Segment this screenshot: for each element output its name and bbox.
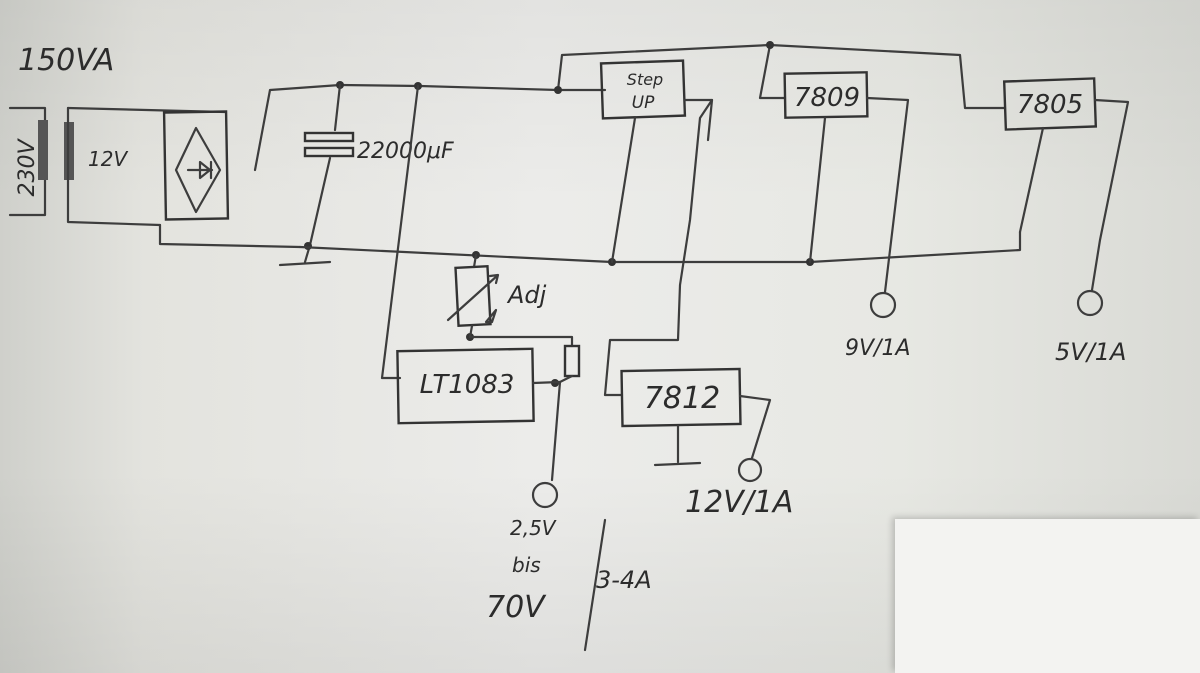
wire-lt-input	[380, 84, 420, 380]
7809-label: 7809	[794, 83, 860, 113]
5v-output-label: 5V/1A	[1055, 338, 1126, 366]
7805-box	[1002, 77, 1098, 131]
stepup-label-line1: Step	[627, 70, 663, 89]
adjust-resistor	[563, 344, 581, 378]
capacitor-value-label: 22000μF	[357, 139, 454, 164]
stepup-module: Step UP	[599, 59, 714, 397]
wire-7809-gnd	[808, 116, 827, 264]
wire-cap-top	[333, 83, 342, 132]
wire-to-7809	[758, 43, 787, 100]
secondary-voltage-label: 12V	[88, 147, 128, 171]
wire-7809-out	[865, 96, 910, 294]
12v-output-label: 12V/1A	[685, 485, 793, 520]
ground-symbol	[278, 260, 332, 267]
primary-winding	[38, 120, 48, 180]
diode-symbol	[186, 160, 214, 180]
overlapping-paper-sheet	[895, 519, 1200, 673]
regulator-7805: 7805 5V/1A	[1002, 77, 1130, 366]
adjust-label: Adj	[506, 281, 547, 309]
12v-terminal	[737, 457, 763, 483]
potentiometer-wiper	[484, 308, 498, 324]
wire-7805-out	[1090, 98, 1130, 292]
bridge-rectifier	[158, 83, 342, 249]
wire-7812-out	[738, 394, 772, 460]
rectifier-box	[162, 110, 230, 221]
5v-terminal	[1076, 289, 1104, 317]
primary-voltage-label: 230V	[15, 138, 40, 197]
wire-pot-top	[472, 253, 478, 269]
lt1083-box	[396, 347, 535, 425]
wire-stepup-gnd	[610, 116, 637, 264]
ground-rail	[298, 230, 1022, 264]
capacitor-plate-bottom	[303, 146, 355, 158]
adjustable-section: Adj LT1083 2,5V bis 70V 3-4A	[380, 84, 652, 652]
7809-box	[783, 71, 869, 119]
adjust-potentiometer	[454, 264, 492, 328]
adjustable-range-line3: 70V	[486, 590, 547, 625]
potentiometer-arrow	[446, 273, 500, 322]
wire-7805-gnd	[1018, 126, 1045, 234]
wire-rect-gnd	[158, 223, 302, 249]
wire-stepup-out	[603, 98, 714, 397]
regulator-7809: 7809 9V/1A	[783, 71, 911, 361]
junction-dot	[554, 86, 562, 94]
lt1083-label: LT1083	[420, 370, 515, 400]
wire-rect-pos	[253, 83, 342, 172]
stepup-label-line2: UP	[632, 93, 655, 113]
adjustable-range-line2: bis	[512, 553, 541, 577]
divider-stroke	[583, 518, 607, 652]
wire-sec-bottom	[66, 106, 162, 227]
junction-dot	[304, 242, 312, 250]
positive-rail	[338, 43, 1007, 110]
regulator-7812: 7812 12V/1A	[620, 367, 793, 520]
adjustable-current-label: 3-4A	[596, 566, 652, 594]
filter-capacitor: 22000μF	[303, 83, 454, 264]
rectifier-diamond	[174, 126, 222, 214]
wire-lt-out	[531, 380, 562, 482]
7812-label: 7812	[644, 381, 720, 416]
wire-pot-bottom	[468, 324, 574, 348]
capacitor-plate-top	[303, 131, 355, 143]
adjustable-range-line1: 2,5V	[510, 516, 557, 540]
wire-resistor-out	[558, 374, 574, 384]
7812-ground-symbol	[653, 461, 702, 467]
9v-output-label: 9V/1A	[845, 336, 911, 361]
stepup-box	[599, 59, 687, 120]
adjustable-terminal	[531, 481, 559, 509]
junction-dot	[766, 41, 774, 49]
power-rating-label: 150VA	[18, 43, 114, 78]
wire-stepup-extra	[706, 98, 714, 142]
9v-terminal	[869, 291, 897, 319]
7805-label: 7805	[1017, 90, 1083, 120]
